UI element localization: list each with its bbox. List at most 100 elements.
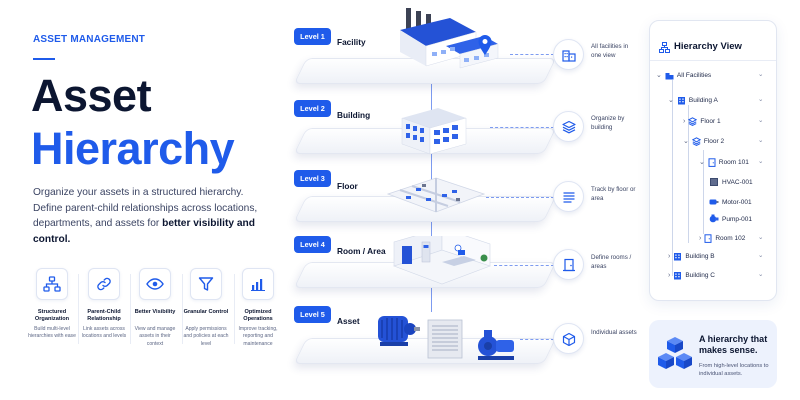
- page-title-line-1: Asset: [31, 70, 152, 121]
- chevron-down-icon[interactable]: ⌄: [758, 137, 764, 144]
- level-4-badge: Level 4: [294, 236, 331, 253]
- tree-node-motor-001[interactable]: Motor-001: [709, 197, 752, 207]
- hierarchy-view-panel: [649, 20, 777, 301]
- feature-title: Granular Control: [183, 309, 229, 315]
- link-icon: [88, 268, 120, 300]
- tree-node-floor-2[interactable]: ⌄ Floor 2: [683, 136, 724, 146]
- cubes-icon: [657, 335, 693, 376]
- tree-node-label: Motor-001: [722, 198, 752, 206]
- tree-guide: [688, 105, 689, 243]
- feature-desc: Link assets across locations and levels: [81, 326, 127, 340]
- level-3-connector: [486, 197, 554, 198]
- chevron-down-icon[interactable]: ⌄: [758, 252, 764, 259]
- tree-guide: [703, 150, 704, 234]
- door-icon: [708, 157, 716, 167]
- description-text: Organize your assets in a structured hie…: [33, 187, 258, 229]
- level-4-connector: [494, 265, 554, 266]
- building-icon: [677, 96, 685, 104]
- tree-node-label: HVAC-001: [722, 178, 753, 186]
- door-icon: [704, 233, 712, 243]
- tree-node-floor-1[interactable]: › Floor 1: [683, 116, 721, 126]
- level-3-badge: Level 3: [294, 170, 331, 187]
- chevron-right-icon[interactable]: ›: [683, 117, 686, 125]
- hvac-icon: [710, 178, 718, 186]
- tree-node-label: Pump-001: [722, 215, 752, 223]
- floor-plan-illustration: [386, 172, 486, 227]
- feature-desc: View and manage assets in their context: [134, 326, 176, 347]
- chevron-down-icon[interactable]: ⌄: [758, 96, 764, 103]
- feature-title: Structured Organization: [34, 309, 70, 322]
- feature-desc: Build multi-level hierarchies with ease: [28, 326, 76, 340]
- chevron-down-icon[interactable]: ⌄: [699, 158, 705, 166]
- chevron-right-icon[interactable]: ›: [699, 234, 702, 242]
- tree-node-pump-001[interactable]: Pump-001: [709, 214, 752, 224]
- level-2-badge: Level 2: [294, 100, 331, 117]
- tree-node-label: Room 102: [715, 234, 746, 242]
- tree-node-building-c[interactable]: › Building C: [668, 270, 715, 280]
- chevron-down-icon[interactable]: ⌄: [668, 96, 674, 104]
- level-4-caption: Define rooms / areas: [591, 254, 632, 270]
- hierarchy-view-title: Hierarchy View: [674, 41, 742, 52]
- filter-icon: [190, 268, 222, 300]
- callout-subtitle: From high-level locations to individual …: [699, 363, 769, 377]
- level-1-badge: Level 1: [294, 28, 331, 45]
- hero-description: Organize your assets in a structured hie…: [33, 185, 263, 247]
- panel-divider: [650, 60, 776, 61]
- description-emphasis: better visibility and control.: [33, 218, 255, 245]
- pump-icon: [709, 214, 719, 223]
- tree-node-hvac-001[interactable]: HVAC-001: [709, 177, 753, 187]
- tree-node-room-101[interactable]: ⌄ Room 101: [699, 157, 749, 167]
- level-2-connector: [490, 127, 554, 128]
- tree-node-all-facilities[interactable]: ⌄ All Facilities: [656, 70, 711, 80]
- layers-icon: [553, 111, 584, 142]
- eyebrow-label: ASSET MANAGEMENT: [33, 34, 146, 45]
- level-2-caption: Organize by building: [591, 115, 625, 131]
- bar-chart-icon: [242, 268, 274, 300]
- chevron-right-icon[interactable]: ›: [668, 271, 671, 279]
- chevron-down-icon[interactable]: ⌄: [758, 158, 764, 165]
- location-pin-icon: [477, 34, 493, 61]
- eye-icon: [139, 268, 171, 300]
- layers-icon: [688, 116, 698, 126]
- chevron-down-icon[interactable]: ⌄: [758, 117, 764, 124]
- feature-structured-organization: Structured Organization Build multi-leve…: [28, 268, 76, 341]
- room-illustration: [392, 227, 492, 293]
- feature-divider: [182, 274, 183, 344]
- list-icon: [553, 181, 584, 212]
- callout-title: A hierarchy that makes sense.: [699, 334, 768, 355]
- chevron-down-icon[interactable]: ⌄: [758, 234, 764, 241]
- tree-node-label: All Facilities: [676, 71, 712, 79]
- building-icon: [674, 271, 682, 279]
- feature-title: Parent-Child Relationship: [87, 309, 121, 322]
- door-icon: [553, 249, 584, 280]
- feature-desc: Improve tracking, reporting and maintena…: [238, 326, 278, 347]
- layers-icon: [691, 136, 701, 146]
- tree-node-building-a[interactable]: ⌄ Building A: [668, 95, 718, 105]
- level-5-badge: Level 5: [294, 306, 331, 323]
- buildings-icon: [553, 39, 584, 70]
- level-1-caption: All facilities in one view: [591, 43, 629, 59]
- tree-node-room-102[interactable]: › Room 102: [699, 233, 745, 243]
- building-icon: [674, 252, 682, 260]
- tree-node-building-b[interactable]: › Building B: [668, 251, 715, 261]
- org-chart-icon: [36, 268, 68, 300]
- chevron-down-icon[interactable]: ⌄: [683, 137, 689, 145]
- feature-title: Better Visibility: [134, 309, 176, 315]
- motor-icon: [709, 199, 719, 205]
- feature-parent-child: Parent-Child Relationship Link assets ac…: [80, 268, 128, 341]
- feature-granular-control: Granular Control Apply permissions and p…: [182, 268, 230, 348]
- feature-optimized-operations: Optimized Operations Improve tracking, r…: [234, 268, 282, 348]
- chevron-down-icon[interactable]: ⌄: [656, 71, 662, 79]
- chevron-right-icon[interactable]: ›: [668, 252, 671, 260]
- building-illustration: [398, 104, 470, 161]
- chevron-down-icon[interactable]: ⌄: [758, 271, 764, 278]
- level-5-name: Asset: [337, 316, 360, 326]
- feature-title: Optimized Operations: [243, 309, 273, 322]
- level-1-name: Facility: [337, 37, 366, 47]
- level-5-connector: [520, 339, 554, 340]
- eyebrow-divider: [33, 58, 55, 60]
- tree-guide: [672, 80, 673, 276]
- tree-node-label: Floor 2: [703, 137, 725, 145]
- chevron-down-icon[interactable]: ⌄: [758, 71, 764, 78]
- cube-icon: [553, 323, 584, 354]
